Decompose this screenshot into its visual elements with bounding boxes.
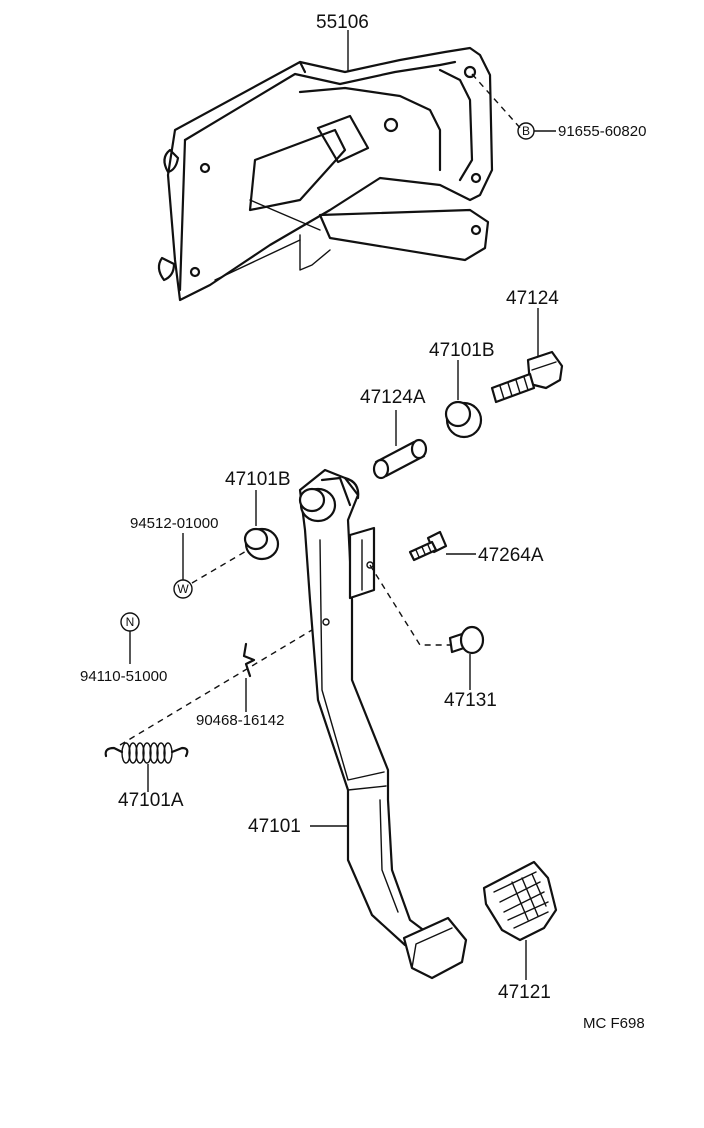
label-washer: 94512-01000 bbox=[130, 515, 218, 532]
pedal-pad bbox=[482, 860, 558, 942]
label-collar: 47124A bbox=[360, 387, 426, 408]
label-cushion: 47131 bbox=[444, 690, 497, 711]
washer-symbol-text: W bbox=[177, 582, 189, 596]
pivot-bolt bbox=[490, 350, 564, 404]
collar bbox=[372, 438, 428, 480]
figure-code: MC F698 bbox=[583, 1015, 645, 1032]
label-stopper-bolt: 47264A bbox=[478, 545, 544, 566]
label-bracket-bolt: 91655-60820 bbox=[558, 123, 646, 140]
pedal-bracket bbox=[157, 46, 494, 302]
label-bushing-right: 47101B bbox=[429, 340, 495, 361]
label-bushing-left: 47101B bbox=[225, 469, 291, 490]
label-pedal-arm: 47101 bbox=[248, 816, 301, 837]
bushing-left bbox=[243, 527, 280, 561]
pedal-arm bbox=[298, 468, 468, 980]
return-spring bbox=[104, 742, 189, 764]
dashed-spring bbox=[119, 629, 313, 746]
bolt-symbol-text: B bbox=[522, 124, 530, 138]
clip bbox=[242, 642, 256, 678]
label-pedal-pad: 47121 bbox=[498, 982, 551, 1003]
nut-symbol-text: N bbox=[126, 615, 135, 629]
stopper-bolt bbox=[408, 530, 448, 562]
stopper-cushion bbox=[448, 625, 485, 655]
dashed-washer bbox=[191, 549, 249, 584]
label-clip: 90468-16142 bbox=[196, 712, 284, 729]
bushing-right bbox=[444, 400, 483, 439]
dashed-bracket-bolt bbox=[471, 73, 523, 131]
washer-symbol-icon bbox=[173, 579, 193, 599]
dashed-cushion bbox=[369, 564, 450, 646]
label-bolt: 47124 bbox=[506, 288, 559, 309]
label-nut: 94110-51000 bbox=[80, 668, 167, 685]
label-bracket: 55106 bbox=[316, 12, 369, 33]
label-spring: 47101A bbox=[118, 790, 184, 811]
